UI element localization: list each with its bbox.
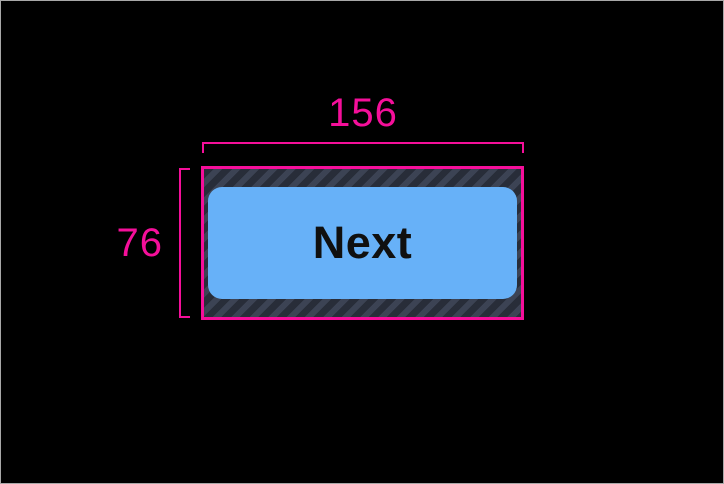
- touch-target-region: Next: [201, 166, 524, 320]
- height-dimension-line: [179, 168, 190, 318]
- width-dimension-line: [202, 142, 524, 153]
- next-button[interactable]: Next: [208, 187, 517, 299]
- height-dimension-label: 76: [116, 221, 163, 265]
- width-dimension-label: 156: [328, 91, 398, 135]
- next-button-label: Next: [312, 217, 413, 268]
